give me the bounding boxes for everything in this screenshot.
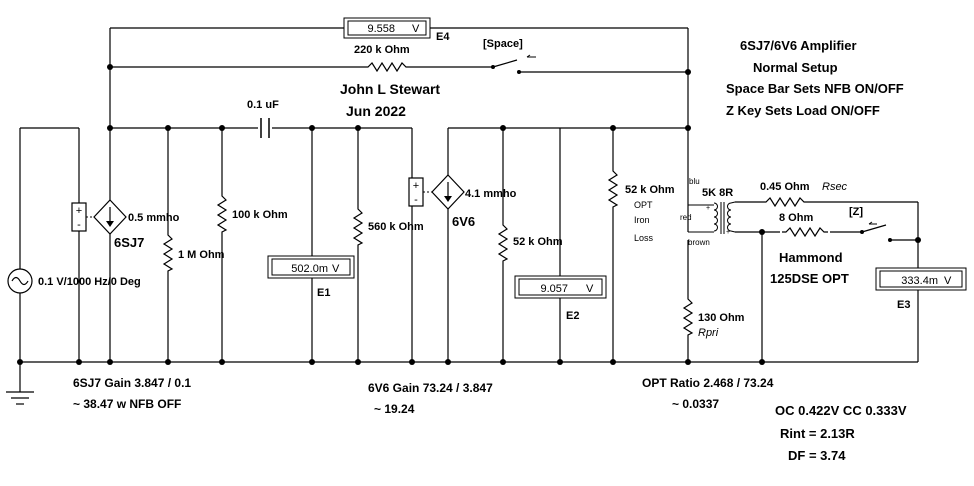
meter-e2: 9.057 V E2	[514, 275, 607, 322]
output-transformer	[688, 201, 736, 234]
meter-e3-value: 333.4m	[901, 275, 938, 287]
opt-rpri-label: 130 Ohm	[698, 312, 745, 324]
opt-dot-plus-secondary: +	[726, 229, 730, 236]
opt-rsec-name: Rsec	[822, 181, 848, 193]
junction-dots	[17, 64, 921, 365]
author-date: Jun 2022	[346, 103, 406, 119]
meter-e4-unit: V	[412, 23, 420, 35]
meter-e1-value: 502.0m	[291, 263, 328, 275]
horizontal-resistors	[364, 59, 828, 240]
author-name: John L Stewart	[340, 81, 440, 97]
meter-e3-label: E3	[897, 299, 910, 311]
opt-rpri-name: Rpri	[698, 327, 719, 339]
opt-wire-brown: brown	[688, 238, 710, 247]
coupling-capacitor	[258, 118, 272, 138]
feedback-resistor-label: 220 k Ohm	[354, 44, 410, 56]
coupling-cap-label: 0.1 uF	[247, 99, 279, 111]
meter-e2-unit: V	[586, 283, 594, 295]
opt-maker: Hammond	[779, 250, 843, 265]
opt-wire-blu: blu	[689, 177, 700, 186]
meter-e1-unit: V	[332, 263, 340, 275]
meter-e1: 502.0m V E1	[267, 255, 355, 299]
stage1-rgrid-label: 1 M Ohm	[178, 249, 225, 261]
stage2-rload-label: 52 k Ohm	[513, 236, 563, 248]
opt-ratio-label: 5K 8R	[702, 187, 733, 199]
opt-iron-label2: Iron	[634, 215, 650, 225]
stage1-rload-label: 100 k Ohm	[232, 209, 288, 221]
svg-text:+: +	[76, 205, 82, 217]
stage1-gain-line1: 6SJ7 Gain 3.847 / 0.1	[73, 376, 191, 390]
svg-text:+: +	[413, 180, 419, 192]
title-line3: Space Bar Sets NFB ON/OFF	[726, 81, 904, 96]
meter-e2-label: E2	[566, 310, 579, 322]
source-label: 0.1 V/1000 Hz/0 Deg	[38, 276, 141, 288]
opt-rsec-label: 0.45 Ohm	[760, 181, 810, 193]
ac-source	[7, 268, 33, 294]
meter-e4-label: E4	[436, 31, 450, 43]
stage2-gain-line1: 6V6 Gain 73.24 / 3.847	[368, 381, 493, 395]
opt-wire-red: red	[680, 213, 692, 222]
opt-model: 125DSE OPT	[770, 271, 849, 286]
result-df: DF = 3.74	[788, 448, 846, 463]
meter-e1-label: E1	[317, 287, 330, 299]
stage2-controlled-source: + -	[408, 174, 465, 210]
title-line1: 6SJ7/6V6 Amplifier	[740, 38, 857, 53]
stage2-tube-label: 6V6	[452, 214, 475, 229]
opt-iron-label3: Loss	[634, 233, 654, 243]
stage1-controlled-source: + -	[71, 199, 127, 235]
result-oc-cc: OC 0.422V CC 0.333V	[775, 403, 907, 418]
vertical-resistors	[160, 168, 696, 338]
coupling-rgrid-label: 560 k Ohm	[368, 221, 424, 233]
opt-dot-plus-primary: +	[706, 205, 710, 212]
stage1-tube-label: 6SJ7	[114, 235, 144, 250]
meter-e4-value: 9.558	[367, 23, 395, 35]
opt-ratio-line2: ~ 0.0337	[672, 397, 719, 411]
stage1-gm-label: 0.5 mmho	[128, 212, 180, 224]
load-switch-key: [Z]	[849, 206, 863, 218]
result-rint: Rint = 2.13R	[780, 426, 855, 441]
opt-ratio-line1: OPT Ratio 2.468 / 73.24	[642, 376, 774, 390]
feedback-switch-key: [Space]	[483, 38, 523, 50]
load-switch	[860, 221, 892, 242]
stage1-gain-line2: ~ 38.47 w NFB OFF	[73, 397, 181, 411]
meter-e3-unit: V	[944, 275, 952, 287]
feedback-switch	[491, 54, 536, 74]
stage2-gain-line2: ~ 19.24	[374, 402, 415, 416]
svg-text:-: -	[414, 194, 418, 206]
title-line2: Normal Setup	[753, 60, 838, 75]
opt-iron-r-label: 52 k Ohm	[625, 184, 675, 196]
meter-e4: 9.558 V E4	[343, 17, 450, 43]
opt-iron-label: OPT	[634, 200, 653, 210]
svg-text:-: -	[77, 219, 81, 231]
meter-e3: 333.4m V E3	[875, 267, 967, 311]
stage2-gm-label: 4.1 mmho	[465, 188, 517, 200]
meter-e2-value: 9.057	[540, 283, 568, 295]
opt-load-label: 8 Ohm	[779, 212, 813, 224]
title-line4: Z Key Sets Load ON/OFF	[726, 103, 880, 118]
